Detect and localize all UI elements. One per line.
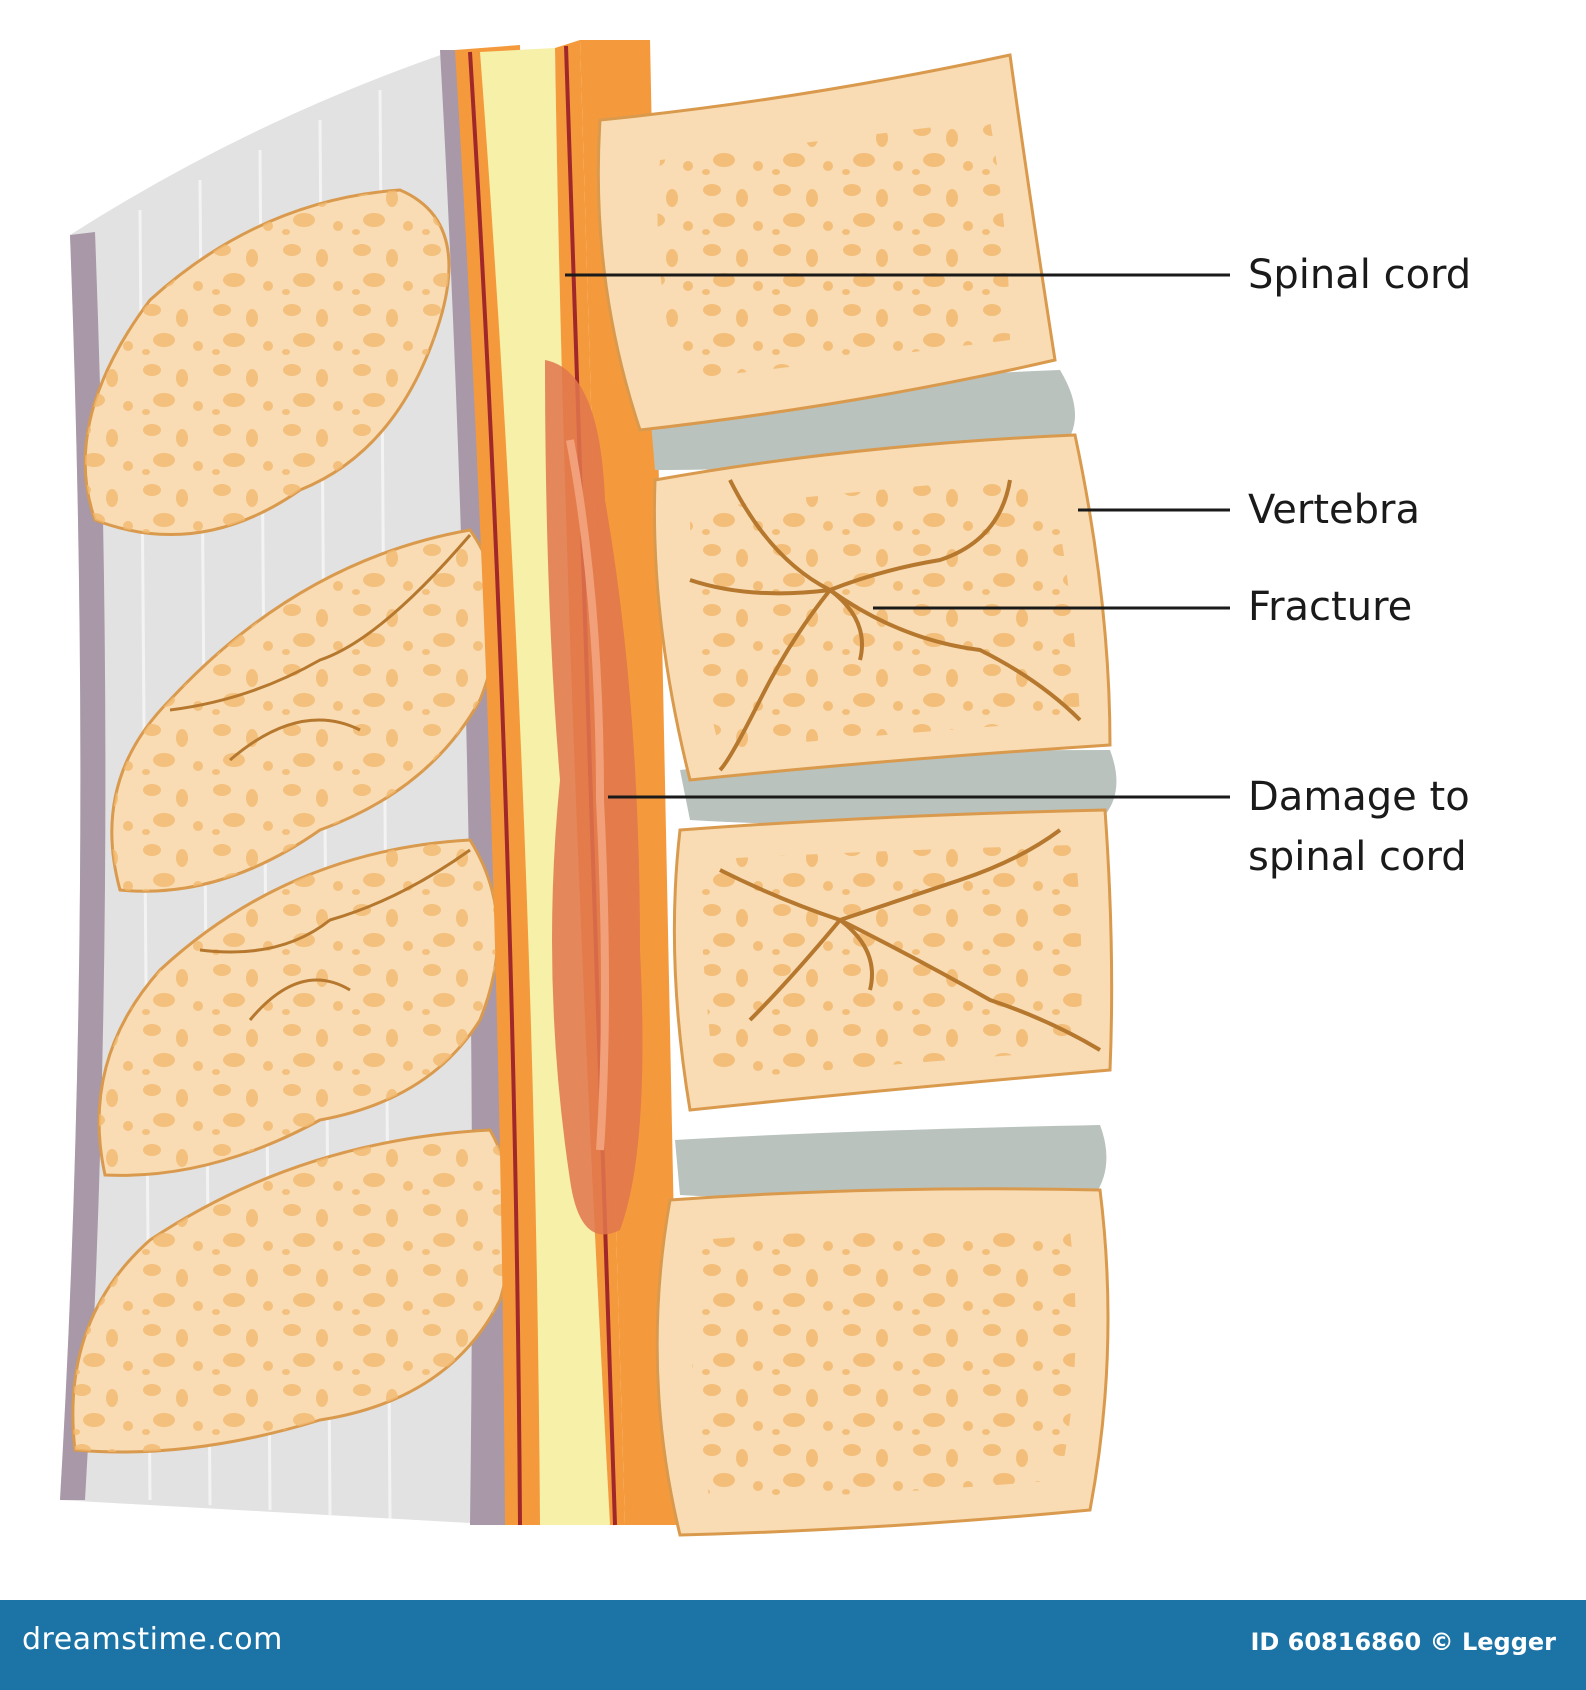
footer-bar: dreamstime.com ID 60816860 © Legger — [0, 1600, 1586, 1690]
brand-logo: dreamstime.com — [22, 1622, 283, 1657]
spinous-processes — [71, 188, 515, 1454]
label-vertebra: Vertebra — [1248, 487, 1420, 533]
label-spinal-cord: Spinal cord — [1248, 252, 1472, 298]
label-fracture: Fracture — [1248, 584, 1413, 630]
vertebral-bodies — [596, 53, 1117, 1537]
label-damage-line2: spinal cord — [1248, 834, 1467, 880]
cord-damage — [545, 360, 643, 1235]
stock-id: ID 60816860 © Legger — [1250, 1628, 1556, 1656]
label-damage-line1: Damage to — [1248, 774, 1470, 820]
leader-lines — [565, 273, 1230, 799]
spine-illustration — [60, 40, 1230, 1537]
